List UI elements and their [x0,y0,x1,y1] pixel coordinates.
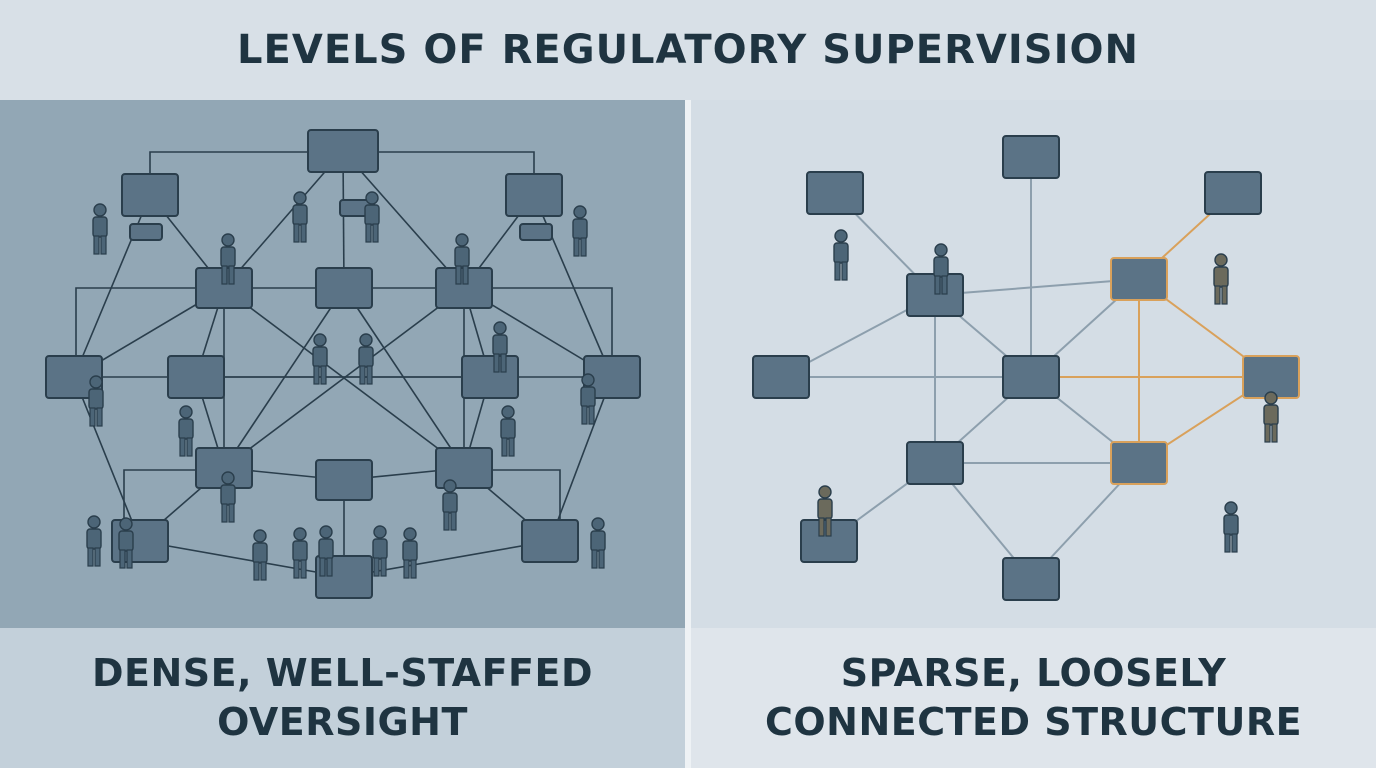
network-node-icon [435,447,493,489]
person-figure-icon [312,333,328,385]
person-figure-icon [1263,391,1279,443]
sparse-network-diagram [752,135,1300,601]
sparse-caption-line2: CONNECTED STRUCTURE [764,700,1303,744]
network-node-icon [461,355,519,399]
network-node-icon [752,355,810,399]
dense-caption-line2: OVERSIGHT [217,700,468,744]
dense-oversight-panel [0,100,685,628]
person-figure-icon [318,525,334,577]
network-node-icon [315,459,373,501]
page-title: LEVELS OF REGULATORY SUPERVISION [0,0,1376,100]
person-figure-icon [252,529,268,581]
person-figure-icon [1213,253,1229,305]
person-figure-icon [580,373,596,425]
person-figure-icon [292,191,308,243]
person-figure-icon [358,333,374,385]
dense-nodes [45,129,641,599]
person-figure-icon [492,321,508,373]
network-node-icon [315,267,373,309]
person-figure-icon [364,191,380,243]
network-node-icon [519,223,553,241]
person-figure-icon [88,375,104,427]
network-node-icon [307,129,379,173]
network-node-icon [45,355,103,399]
person-figure-icon [86,515,102,567]
person-figure-icon [292,527,308,579]
sparse-caption: SPARSE, LOOSELY CONNECTED STRUCTURE [691,628,1376,768]
person-figure-icon [500,405,516,457]
person-figure-icon [220,233,236,285]
person-figure-icon [118,517,134,569]
person-figure-icon [833,229,849,281]
person-figure-icon [92,203,108,255]
panel-divider [685,100,691,768]
network-node-icon [1002,135,1060,179]
sparse-caption-line1: SPARSE, LOOSELY [840,650,1227,695]
person-figure-icon [933,243,949,295]
dense-staff [86,191,606,581]
sparse-structure-panel [691,100,1376,628]
network-node-icon [167,355,225,399]
sparse-staff [817,229,1279,553]
person-figure-icon [442,479,458,531]
person-figure-icon [590,517,606,569]
network-node-icon [505,173,563,217]
network-node-icon [521,519,579,563]
person-figure-icon [572,205,588,257]
network-node-icon [806,171,864,215]
dense-network-diagram [45,129,641,599]
network-node-icon [1110,441,1168,485]
network-node-icon [1110,257,1168,301]
person-figure-icon [178,405,194,457]
network-node-icon [1204,171,1262,215]
network-node-icon [121,173,179,217]
person-figure-icon [402,527,418,579]
person-figure-icon [1223,501,1239,553]
network-node-icon [906,441,964,485]
network-node-icon [1002,355,1060,399]
person-figure-icon [454,233,470,285]
person-figure-icon [817,485,833,537]
network-node-icon [1002,557,1060,601]
sparse-nodes [752,135,1300,601]
person-figure-icon [220,471,236,523]
network-node-icon [129,223,163,241]
dense-caption-line1: DENSE, WELL-STAFFED [91,650,594,695]
dense-caption: DENSE, WELL-STAFFED OVERSIGHT [0,628,685,768]
person-figure-icon [372,525,388,577]
